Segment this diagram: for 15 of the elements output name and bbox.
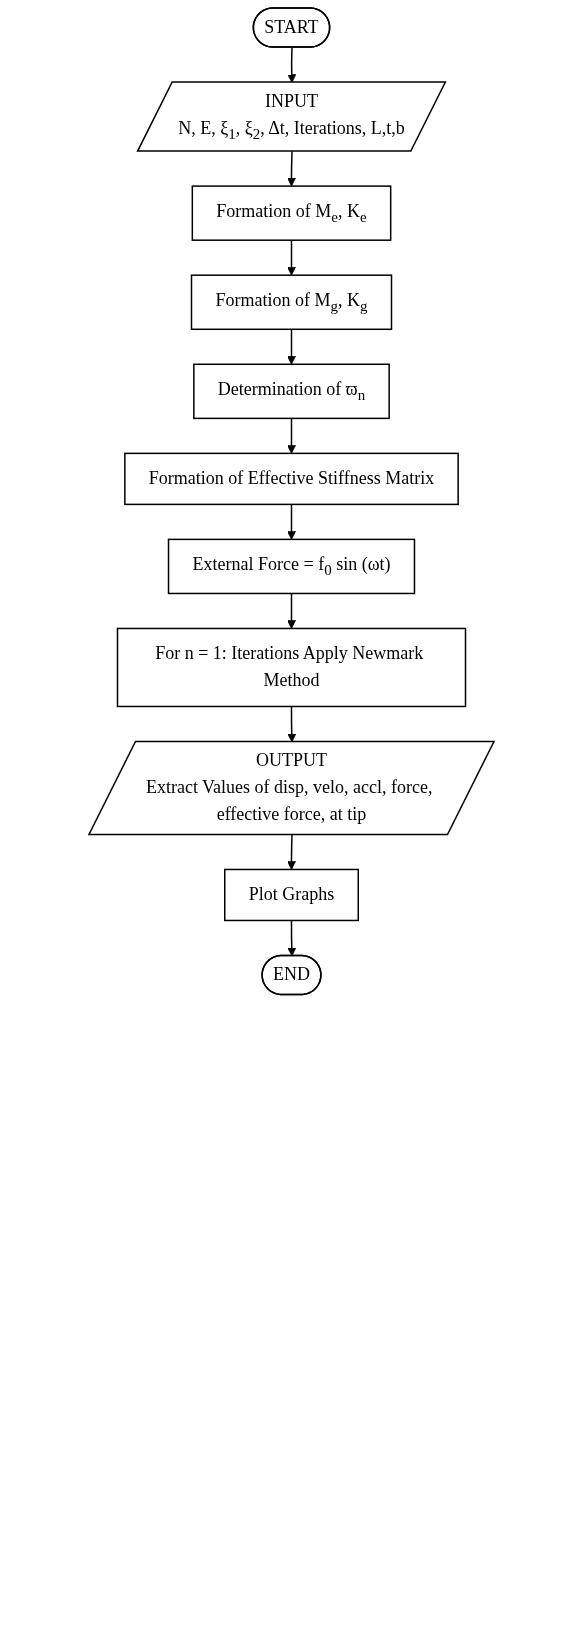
node-box: For n = 1: Iterations Apply Newmark Method — [116, 627, 467, 708]
arrow — [287, 919, 297, 957]
arrow — [287, 239, 296, 276]
arrow — [287, 503, 296, 540]
arrow — [287, 592, 296, 629]
node-box: Determination of ϖ$_{n}$ — [193, 363, 390, 420]
node-box: Formation of M$_{e}$, K$_{e}$ — [191, 185, 392, 241]
arrow — [287, 46, 297, 83]
node-box: Plot Graphs — [224, 868, 359, 922]
node-box: External Force = f$_{0}$ sin (ωt) — [167, 538, 416, 595]
node-box: Formation of M$_{g}$, K$_{g}$ — [190, 274, 393, 331]
arrow — [287, 417, 296, 454]
arrow — [287, 328, 296, 365]
node-box: Formation of Effective Stiffness Matrix — [124, 452, 459, 506]
arrow — [287, 834, 296, 870]
